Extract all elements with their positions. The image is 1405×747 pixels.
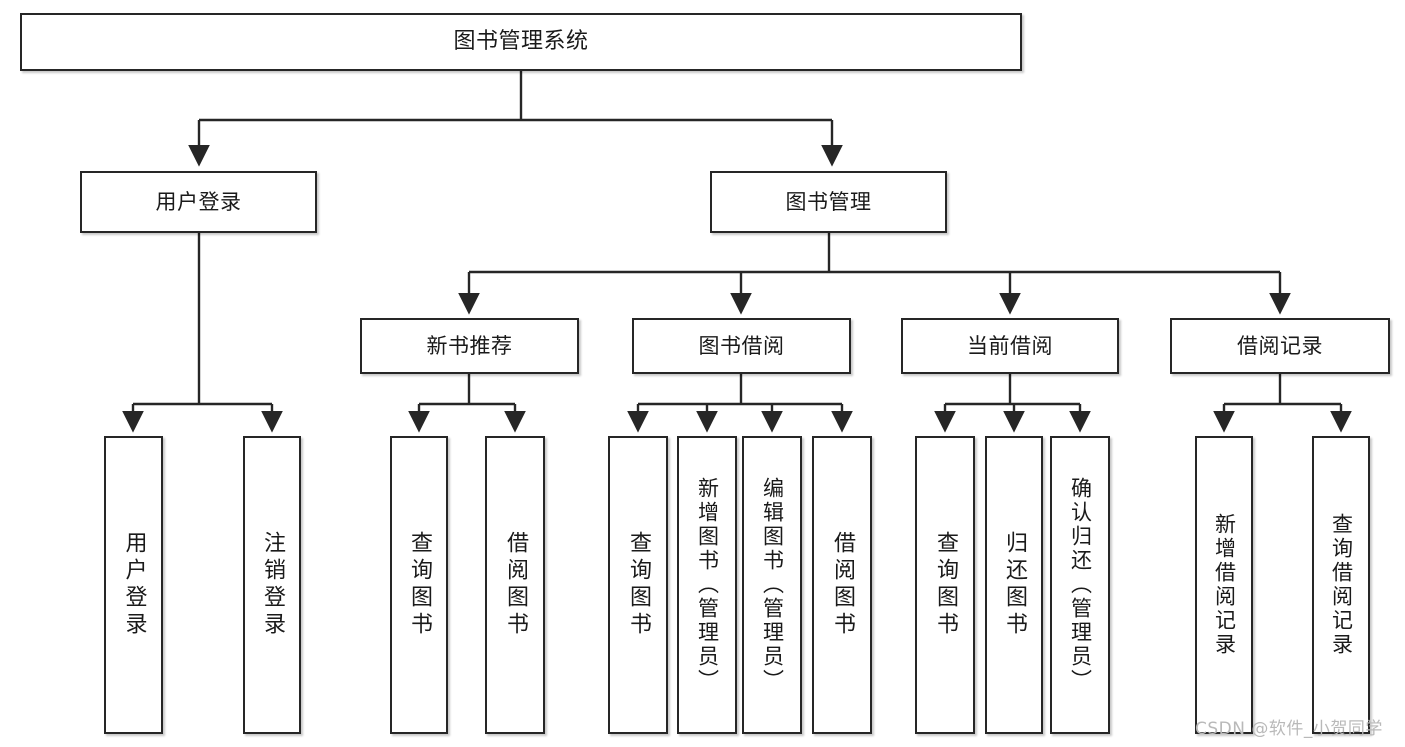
leaf-query-borrow-record[interactable]: 查询借阅记录 — [1312, 436, 1370, 734]
leaf-query-book-borrow-label: 查询图书 — [626, 531, 651, 639]
leaf-user-login-label: 用户登录 — [121, 531, 147, 639]
node-user-login-label: 用户登录 — [155, 189, 242, 214]
leaf-query-borrow-record-label: 查询借阅记录 — [1329, 513, 1354, 657]
leaf-query-book-recommend[interactable]: 查询图书 — [390, 436, 448, 734]
leaf-return-book[interactable]: 归还图书 — [985, 436, 1043, 734]
node-book-borrow[interactable]: 图书借阅 — [632, 318, 851, 374]
node-book-management-label: 图书管理 — [785, 189, 872, 214]
leaf-query-book-current[interactable]: 查询图书 — [915, 436, 975, 734]
leaf-edit-book-admin-label: 编辑图书（管理员） — [760, 477, 785, 693]
node-current-borrow[interactable]: 当前借阅 — [901, 318, 1119, 374]
leaf-query-book-recommend-label: 查询图书 — [407, 531, 432, 639]
leaf-query-book-borrow[interactable]: 查询图书 — [608, 436, 668, 734]
node-current-borrow-label: 当前借阅 — [967, 333, 1053, 358]
leaf-query-book-current-label: 查询图书 — [933, 531, 958, 639]
node-root-label: 图书管理系统 — [453, 29, 589, 55]
node-user-login[interactable]: 用户登录 — [80, 171, 317, 233]
node-book-borrow-label: 图书借阅 — [698, 333, 785, 358]
leaf-borrow-book-label: 借阅图书 — [830, 531, 855, 639]
leaf-borrow-book-recommend-label: 借阅图书 — [503, 531, 528, 639]
node-root[interactable]: 图书管理系统 — [20, 13, 1022, 71]
leaf-user-login[interactable]: 用户登录 — [104, 436, 163, 734]
leaf-confirm-return-admin[interactable]: 确认归还（管理员） — [1050, 436, 1110, 734]
leaf-return-book-label: 归还图书 — [1002, 531, 1027, 639]
leaf-edit-book-admin[interactable]: 编辑图书（管理员） — [742, 436, 802, 734]
leaf-add-book-admin-label: 新增图书（管理员） — [695, 477, 720, 693]
leaf-logout-label: 注销登录 — [260, 531, 285, 639]
node-book-management[interactable]: 图书管理 — [710, 171, 947, 233]
leaf-logout[interactable]: 注销登录 — [243, 436, 301, 734]
csdn-watermark: CSDN @软件_小贺同学 — [1195, 719, 1383, 739]
leaf-add-book-admin[interactable]: 新增图书（管理员） — [677, 436, 737, 734]
node-borrow-record-label: 借阅记录 — [1237, 333, 1323, 358]
node-borrow-record[interactable]: 借阅记录 — [1170, 318, 1390, 374]
leaf-borrow-book[interactable]: 借阅图书 — [812, 436, 872, 734]
leaf-borrow-book-recommend[interactable]: 借阅图书 — [485, 436, 545, 734]
node-new-book-recommend-label: 新书推荐 — [426, 333, 513, 358]
leaf-add-borrow-record[interactable]: 新增借阅记录 — [1195, 436, 1253, 734]
leaf-add-borrow-record-label: 新增借阅记录 — [1212, 513, 1237, 657]
node-new-book-recommend[interactable]: 新书推荐 — [360, 318, 579, 374]
leaf-confirm-return-admin-label: 确认归还（管理员） — [1068, 477, 1093, 693]
